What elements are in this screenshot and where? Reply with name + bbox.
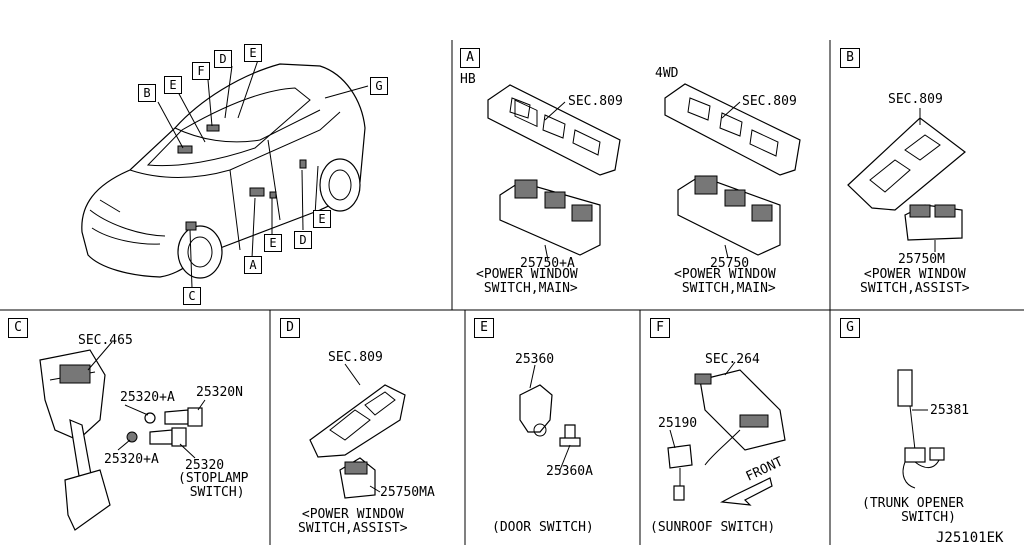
panel-a-hb-sec: SEC.809 (568, 94, 623, 109)
panel-f-part: 25190 (658, 416, 698, 431)
panel-c-part1: 25320+A (120, 390, 175, 405)
panel-d-part: 25750MA (380, 485, 435, 500)
panel-a-letter: A (460, 48, 480, 68)
panel-d-desc: <POWER WINDOW SWITCH,ASSIST> (298, 507, 408, 536)
panel-b-desc: <POWER WINDOW SWITCH,ASSIST> (860, 267, 970, 296)
panel-g-part: 25381 (930, 403, 970, 418)
callout-b[interactable]: B (138, 84, 156, 102)
callout-g[interactable]: G (370, 77, 388, 95)
panel-e-part1: 25360 (515, 352, 555, 367)
callout-f[interactable]: F (192, 62, 210, 80)
callout-d[interactable]: D (214, 50, 232, 68)
callout-a[interactable]: A (244, 256, 262, 274)
panel-c-desc: (STOPLAMP SWITCH) (178, 471, 249, 500)
callout-c[interactable]: C (183, 287, 201, 305)
panel-a-hb-desc: <POWER WINDOW SWITCH,MAIN> (476, 267, 578, 296)
panel-a-hb-label: HB (460, 72, 476, 87)
door-switch-drawing (519, 384, 581, 447)
panel-a-4wd-desc: <POWER WINDOW SWITCH,MAIN> (674, 267, 776, 296)
panel-g-desc: (TRUNK OPENER SWITCH) (862, 496, 964, 525)
panel-b-sec: SEC.809 (888, 92, 943, 107)
brake-pedal-drawing (39, 349, 203, 531)
power-window-assist-d-drawing (309, 384, 406, 499)
panel-a-4wd-sec: SEC.809 (742, 94, 797, 109)
trunk-opener-drawing (897, 369, 945, 489)
panel-d-letter: D (280, 318, 300, 338)
panel-a-hb-part: 25750+A (520, 256, 575, 271)
panel-d-sec: SEC.809 (328, 350, 383, 365)
panel-b-letter: B (840, 48, 860, 68)
panel-c-part4: 25320 (185, 458, 225, 473)
power-window-switch-4wd-drawing (664, 83, 801, 259)
callout-e[interactable]: E (313, 210, 331, 228)
callout-d[interactable]: D (294, 231, 312, 249)
panel-e-letter: E (474, 318, 494, 338)
panel-f-desc: (SUNROOF SWITCH) (650, 520, 776, 535)
panel-a-4wd-part: 25750 (710, 256, 750, 271)
car-illustration (81, 59, 369, 289)
power-window-assist-b-drawing (847, 117, 966, 241)
panel-f-sec: SEC.264 (705, 352, 760, 367)
panel-c-part3: 25320+A (104, 452, 159, 467)
callout-e[interactable]: E (244, 44, 262, 62)
sunroof-switch-drawing (667, 369, 786, 506)
callout-e[interactable]: E (164, 76, 182, 94)
panel-c-part2: 25320N (196, 385, 243, 400)
power-window-switch-hb-drawing (487, 84, 621, 261)
panel-e-part2: 25360A (546, 464, 593, 479)
panel-c-sec: SEC.465 (78, 333, 133, 348)
diagram-code: J25101EK (936, 530, 1004, 546)
panel-f-letter: F (650, 318, 670, 338)
callout-e[interactable]: E (264, 234, 282, 252)
panel-g-letter: G (840, 318, 860, 338)
panel-a-4wd-label: 4WD (655, 66, 679, 81)
panel-c-letter: C (8, 318, 28, 338)
panel-e-desc: (DOOR SWITCH) (492, 520, 594, 535)
panel-b-part: 25750M (898, 252, 945, 267)
